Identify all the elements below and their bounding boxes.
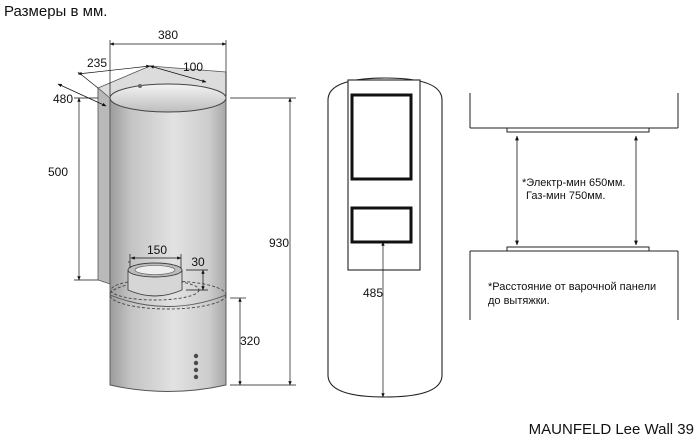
dim-depth-top: 235: [87, 56, 107, 70]
note-distance-line1: *Расстояние от варочной панели: [488, 281, 657, 293]
dim-bottom-height: 320: [240, 334, 260, 348]
note-clearance-gas: Газ-мин 750мм.: [526, 190, 606, 202]
model-name: MAUNFELD Lee Wall 39: [528, 421, 694, 438]
dim-front-height: 485: [363, 286, 383, 300]
dim-total-height: 930: [269, 236, 289, 250]
installation-diagram: [469, 93, 679, 320]
dim-height-side: 480: [53, 92, 73, 106]
page-title: Размеры в мм.: [4, 3, 108, 20]
dim-width-top: 380: [158, 28, 178, 42]
dim-outlet-height: 30: [191, 255, 205, 269]
dim-height-back: 500: [48, 165, 68, 179]
note-clearance-electric: *Электр-мин 650мм.: [522, 177, 626, 189]
dim-outlet-diameter: 150: [147, 243, 167, 257]
note-distance-line2: до вытяжки.: [488, 295, 550, 307]
hood-3d-view: 380 235 100 480 500 930 150 30 320: [48, 28, 296, 392]
dim-offset-top: 100: [183, 60, 203, 74]
hood-front-view: 485: [327, 77, 443, 398]
